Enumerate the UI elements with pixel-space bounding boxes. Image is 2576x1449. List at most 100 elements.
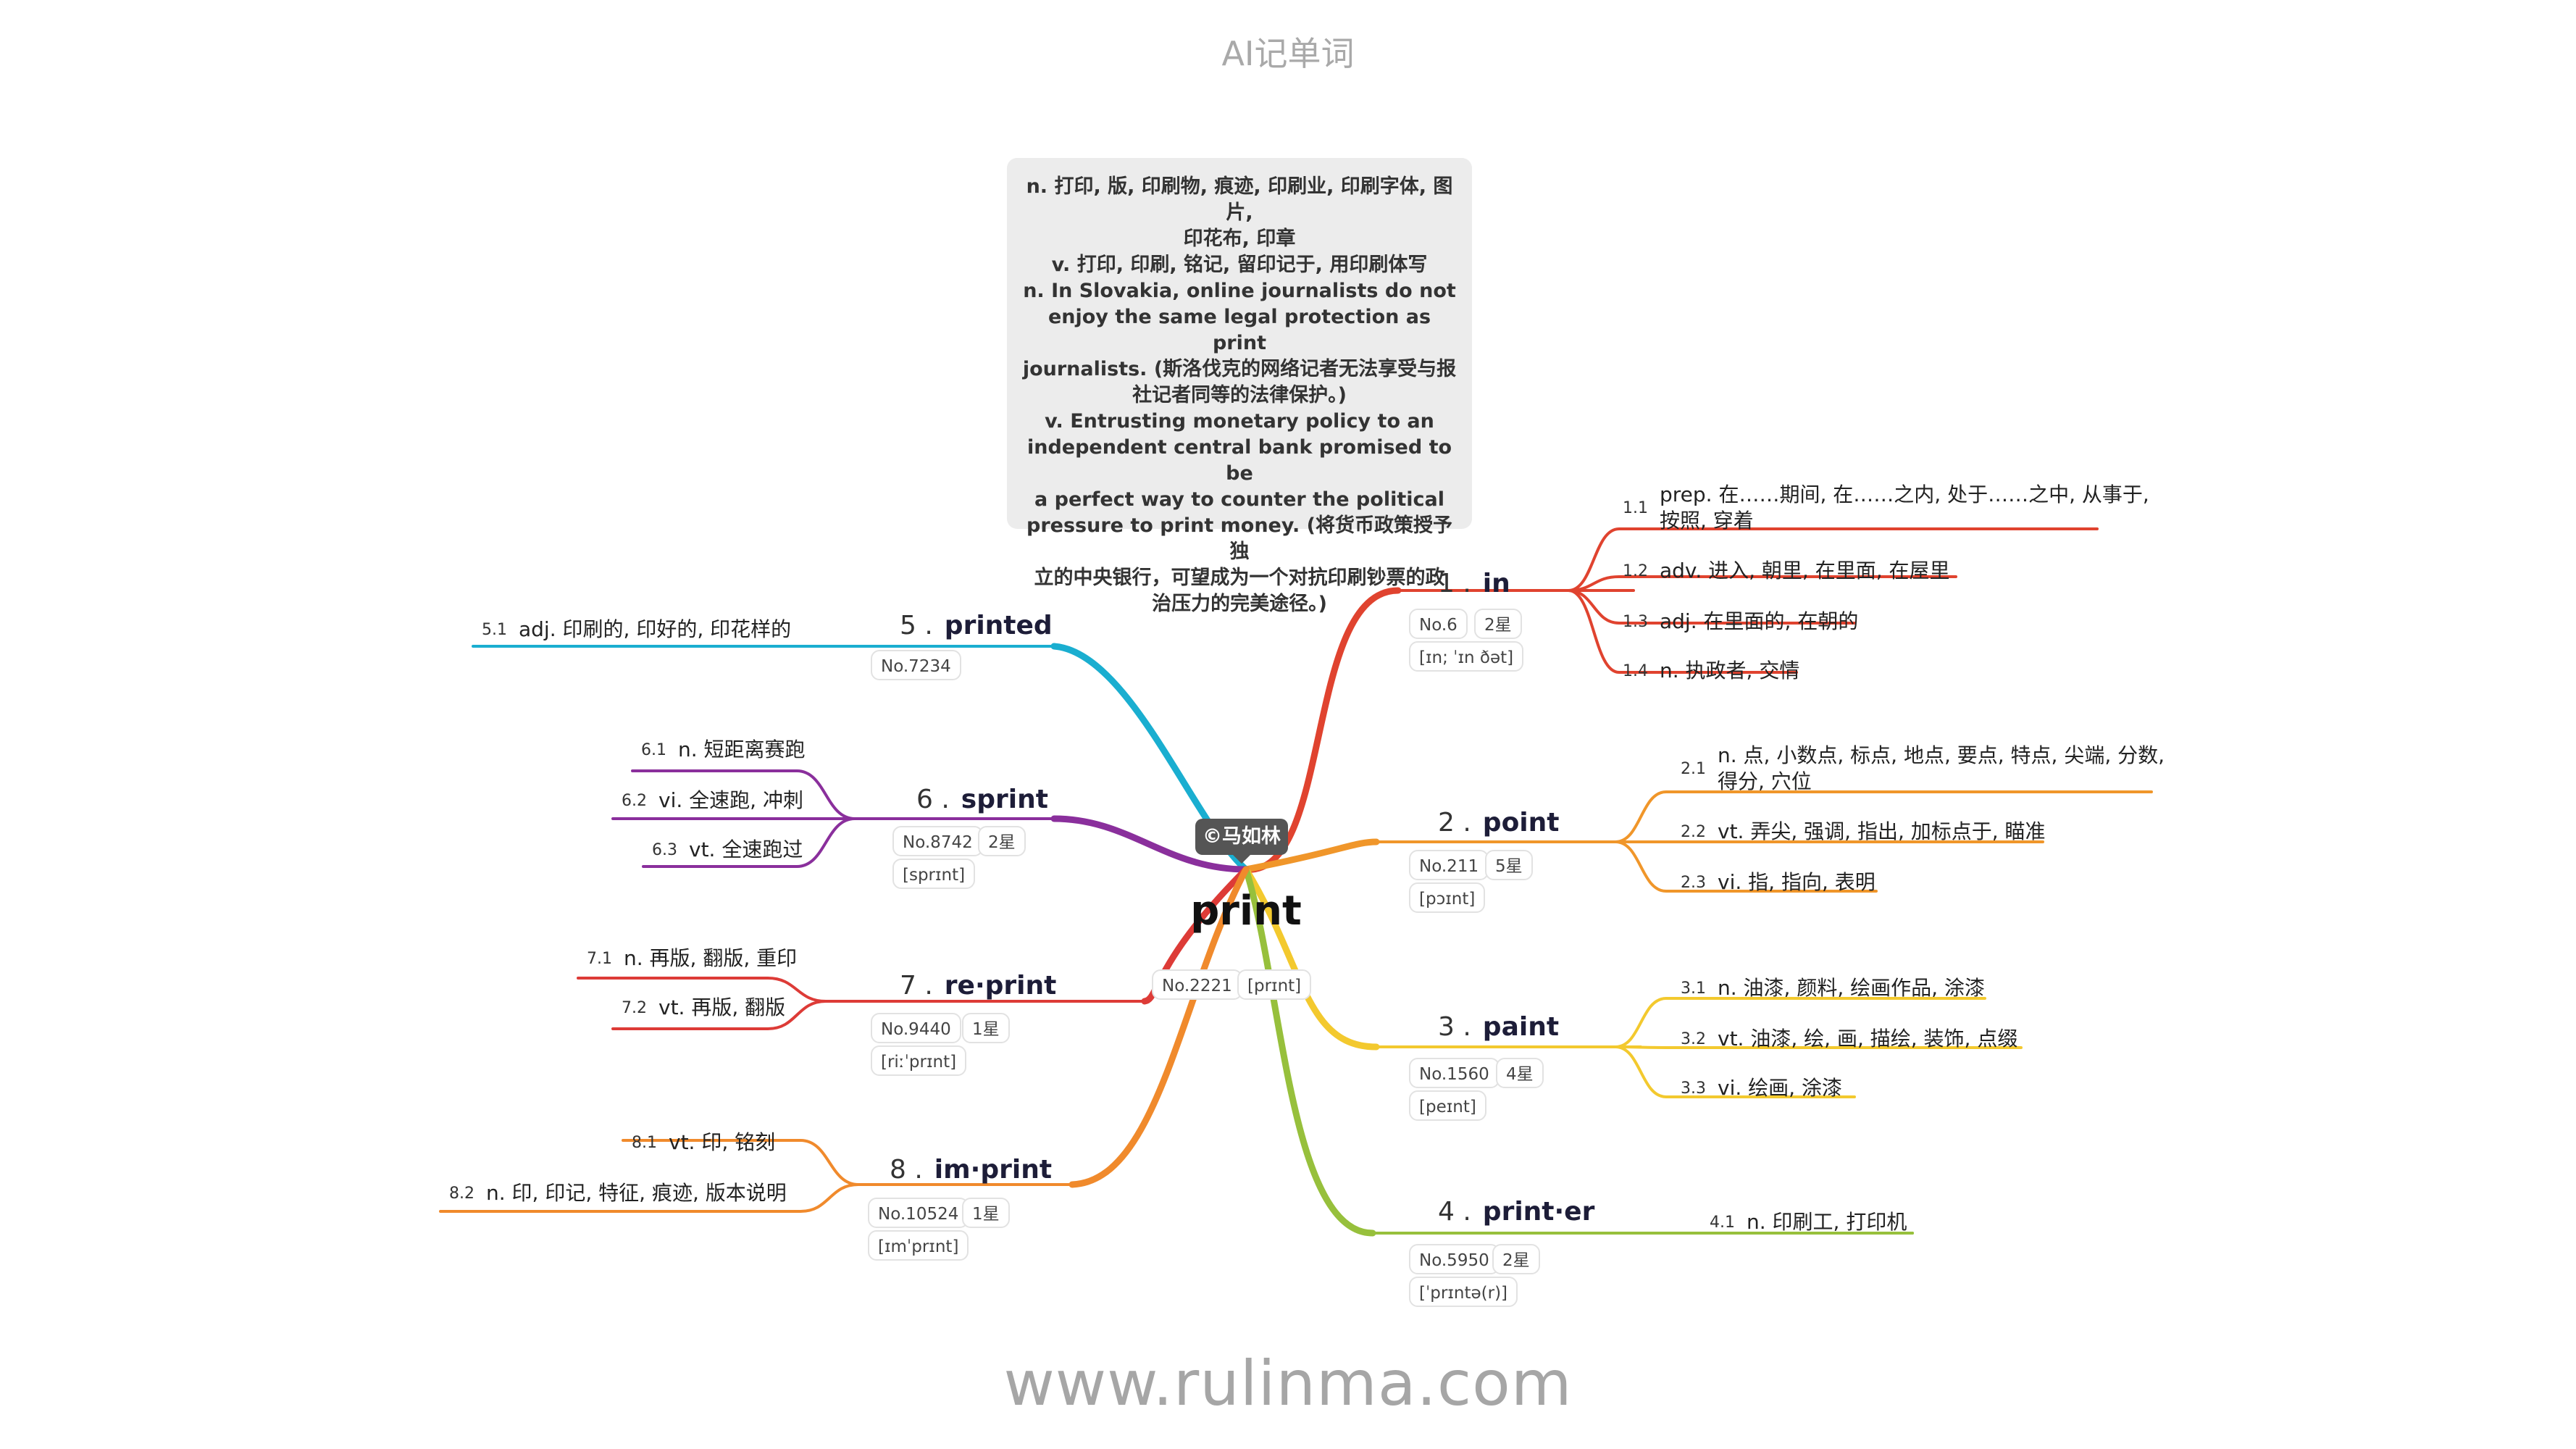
definition-line: enjoy the same legal protection as print xyxy=(1047,306,1431,354)
branch-header[interactable]: 6 .sprint xyxy=(916,785,1048,814)
sense-line: vi. 全速跑, 冲刺 xyxy=(658,788,803,812)
branch-word[interactable]: re·print xyxy=(944,971,1057,1001)
sense-line: vi. 指, 指向, 表明 xyxy=(1718,870,1875,894)
sense-number: 1.1 xyxy=(1623,498,1648,517)
sense-line: n. 短距离赛跑 xyxy=(678,738,806,761)
branch-header[interactable]: 2 . point xyxy=(1438,808,1559,838)
branch-word[interactable]: sprint xyxy=(961,785,1048,814)
sense-line: n. 油漆, 颜料, 绘画作品, 涂漆 xyxy=(1718,976,1985,1000)
sense-text: vi. 指, 指向, 表明 xyxy=(1718,869,1875,895)
branch-header[interactable]: 3 .paint xyxy=(1438,1012,1559,1042)
stars-badge: 5星 xyxy=(1485,850,1533,880)
stars-badge: 2星 xyxy=(978,826,1026,856)
sense-item: 1.1 prep. 在……期间, 在……之内, 处于……之中, 从事于, 按照, 穿… xyxy=(1623,482,2149,534)
sense-item: 2.3 vi. 指, 指向, 表明 xyxy=(1681,869,1875,895)
sense-text: vi. 绘画, 涂漆 xyxy=(1718,1075,1842,1101)
branch-header[interactable]: 8 . im·print xyxy=(890,1155,1052,1185)
definition-line: independent central bank promised to be xyxy=(1026,436,1452,485)
rank-badge: No.211 xyxy=(1409,850,1489,880)
branch-header[interactable]: 5 . printed xyxy=(900,611,1053,640)
branch-word[interactable]: print·er xyxy=(1482,1197,1595,1227)
definition-line: 社记者同等的法律保护。) xyxy=(1132,384,1347,406)
branch-connector xyxy=(1242,838,1380,873)
branch-word[interactable]: in xyxy=(1482,569,1510,598)
sense-connector xyxy=(1614,997,1986,1048)
sense-text: n. 油漆, 颜料, 绘画作品, 涂漆 xyxy=(1718,975,1985,1001)
rank-badge: No.1560 xyxy=(1409,1058,1500,1088)
definition-line: n. In Slovakia, online journalists do no… xyxy=(1023,280,1456,302)
sense-text: vt. 印, 铭刻 xyxy=(669,1129,775,1156)
sense-connector xyxy=(1614,790,2153,843)
sense-connector xyxy=(1567,589,1798,674)
ipa-badge: [peɪnt] xyxy=(1409,1090,1486,1121)
sense-number: 4.1 xyxy=(1710,1213,1735,1232)
branch-number: 2 . xyxy=(1438,808,1471,838)
definition-line: v. 打印, 印刷, 铭记, 留印记于, 用印刷体写 xyxy=(1051,254,1428,276)
sense-text: n. 点, 小数点, 标点, 地点, 要点, 特点, 尖端, 分数,得分, 穴位 xyxy=(1718,743,2165,795)
definition-box: n. 打印, 版, 印刷物, 痕迹, 印刷业, 印刷字体, 图片, 印花布, 印… xyxy=(1007,158,1472,615)
sense-number: 1.4 xyxy=(1623,661,1648,680)
sense-line: vt. 油漆, 绘, 画, 描绘, 装饰, 点缀 xyxy=(1718,1027,2018,1051)
sense-line: adv. 进入, 朝里, 在里面, 在屋里 xyxy=(1660,559,1950,582)
branch-word[interactable]: im·print xyxy=(934,1155,1053,1185)
sense-line: n. 执政者, 交情 xyxy=(1660,659,1800,682)
sense-number: 7.1 xyxy=(587,949,612,968)
ipa-badge: [sprɪnt] xyxy=(892,859,976,889)
sense-number: 1.2 xyxy=(1623,561,1648,580)
sense-line: vt. 弄尖, 强调, 指出, 加标点于, 瞄准 xyxy=(1718,819,2046,843)
sense-line: n. 点, 小数点, 标点, 地点, 要点, 特点, 尖端, 分数, xyxy=(1718,743,2165,767)
sense-connector xyxy=(631,769,856,820)
stars-badge: 2星 xyxy=(1474,609,1522,639)
sense-line: 按照, 穿着 xyxy=(1660,509,1754,533)
branch-header[interactable]: 4 .print·er xyxy=(1438,1197,1594,1227)
sense-text: n. 印刷工, 打印机 xyxy=(1747,1209,1907,1235)
sense-number: 7.2 xyxy=(622,998,647,1017)
sense-number: 8.1 xyxy=(632,1133,657,1152)
sense-connector xyxy=(611,1000,827,1030)
sense-item: 4.1 n. 印刷工, 打印机 xyxy=(1710,1209,1907,1235)
sense-text: adj. 在里面的, 在朝的 xyxy=(1660,609,1858,635)
branch-connector xyxy=(1242,587,1402,873)
branch-connector xyxy=(1242,866,1376,1237)
sense-line: n. 再版, 翻版, 重印 xyxy=(624,946,798,970)
sense-line: 得分, 穴位 xyxy=(1718,769,1812,793)
sense-item: 7.1 n. 再版, 翻版, 重印 xyxy=(587,945,797,972)
branch-header[interactable]: 7 .re·print xyxy=(900,971,1056,1001)
branch-header[interactable]: 1 .in xyxy=(1438,569,1510,598)
website-footer: www.rulinma.com xyxy=(1003,1348,1573,1420)
definition-line: 印花布, 印章 xyxy=(1183,227,1296,250)
sense-number: 5.1 xyxy=(482,620,507,639)
sense-line: vt. 全速跑过 xyxy=(689,838,803,861)
sense-connector xyxy=(1614,1045,2023,1049)
branch-number: 5 . xyxy=(900,611,933,640)
sense-number: 3.1 xyxy=(1681,979,1706,998)
sense-number: 2.3 xyxy=(1681,873,1706,892)
sense-connector xyxy=(1567,575,1957,592)
sense-line: prep. 在……期间, 在……之内, 处于……之中, 从事于, xyxy=(1660,483,2149,506)
sense-item: 5.1 adj. 印刷的, 印好的, 印花样的 xyxy=(482,617,791,643)
ipa-badge: [ɪmˈprɪnt] xyxy=(868,1230,969,1261)
rank-badge: No.8742 xyxy=(892,826,983,856)
sense-line: adj. 印刷的, 印好的, 印花样的 xyxy=(519,617,792,641)
sense-connector xyxy=(439,1183,860,1213)
branch-number: 8 . xyxy=(890,1155,923,1185)
sense-number: 8.2 xyxy=(449,1184,474,1203)
sense-number: 2.2 xyxy=(1681,822,1706,841)
branch-word[interactable]: paint xyxy=(1482,1012,1560,1042)
center-word[interactable]: print xyxy=(1190,888,1302,935)
sense-connector xyxy=(1614,840,1878,893)
branch-word[interactable]: printed xyxy=(944,611,1053,640)
definition-line: v. Entrusting monetary policy to an xyxy=(1045,410,1434,433)
rank-badge: No.7234 xyxy=(871,650,961,680)
sense-connector xyxy=(1614,1045,1856,1098)
sense-item: 2.2 vt. 弄尖, 强调, 指出, 加标点于, 瞄准 xyxy=(1681,819,2046,845)
branch-word[interactable]: point xyxy=(1482,808,1560,838)
